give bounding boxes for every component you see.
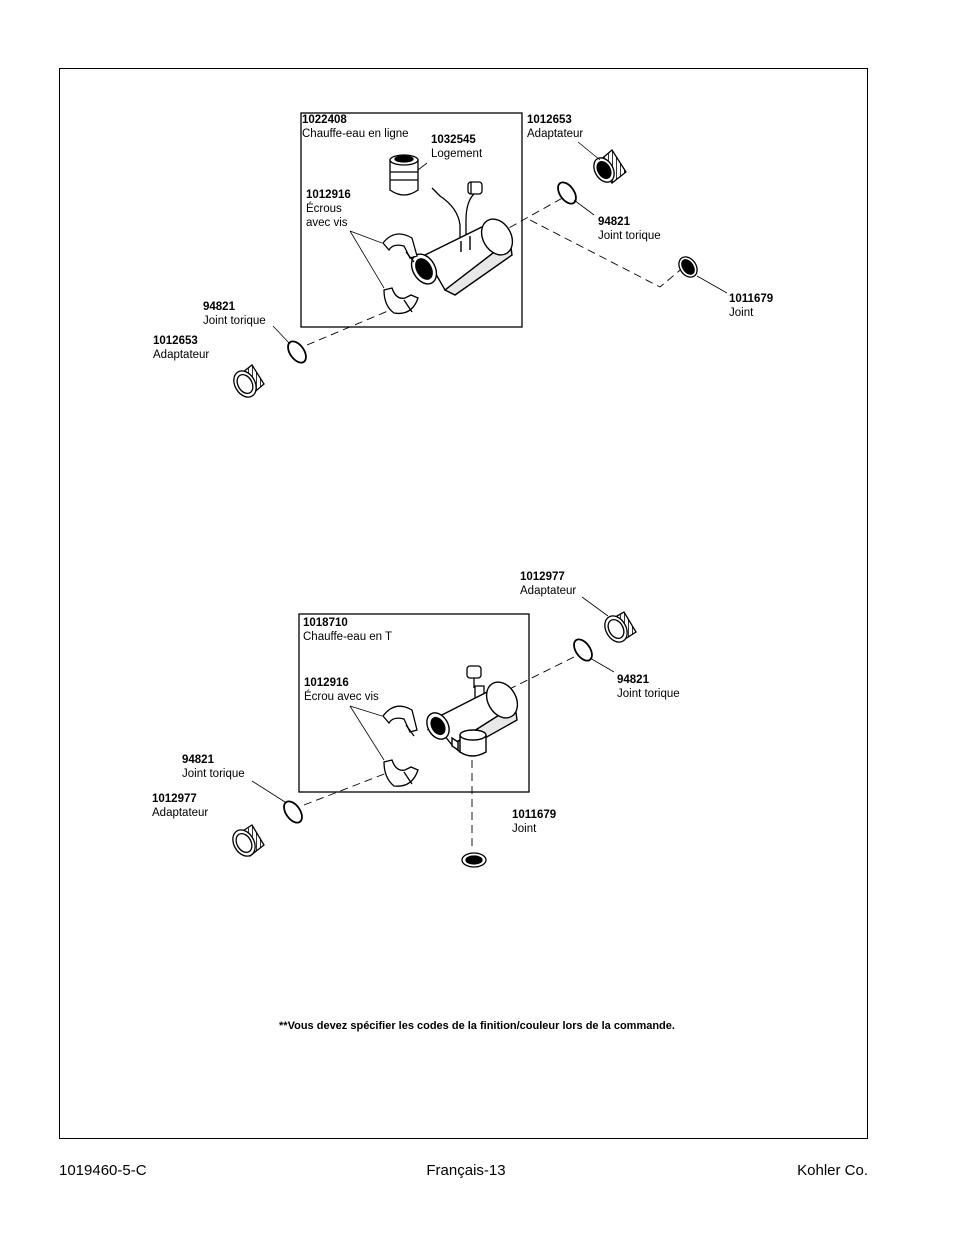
bottom-oring-left-part — [283, 800, 303, 824]
bottom-adapter-right-part — [604, 611, 637, 643]
label-bottom-adapter-left: 1012977 Adaptateur — [152, 792, 208, 820]
part-number: 1012916 — [306, 189, 351, 201]
label-bottom-gasket: 1011679 Joint — [512, 808, 556, 836]
label-bottom-adapter-right: 1012977 Adaptateur — [520, 570, 576, 598]
label-top-adapter-right: 1012653 Adaptateur — [527, 113, 583, 141]
label-top-housing: 1032545 Logement — [431, 133, 482, 161]
part-number: 1022408 — [302, 114, 347, 126]
bottom-leader-lines — [251, 596, 615, 803]
top-leader-lines — [272, 141, 728, 345]
part-number: 1011679 — [729, 293, 774, 305]
part-number: 1012653 — [153, 335, 198, 347]
label-top-adapter-left: 1012653 Adaptateur — [153, 334, 209, 362]
part-description: Adaptateur — [152, 807, 209, 819]
part-description: Adaptateur — [153, 349, 210, 361]
part-description: Chauffe-eau en ligne — [302, 128, 409, 140]
part-description: Logement — [431, 148, 483, 160]
top-nut-upper — [382, 233, 418, 263]
page-frame — [59, 68, 868, 1139]
part-number: 94821 — [617, 674, 649, 686]
part-description: Joint — [729, 307, 754, 319]
part-description: avec vis — [306, 217, 348, 229]
part-number: 94821 — [182, 754, 214, 766]
part-number: 1032545 — [431, 134, 476, 146]
bottom-nut-lower — [383, 759, 419, 787]
part-number: 1011679 — [512, 809, 557, 821]
label-bottom-heater: 1018710 Chauffe-eau en T — [303, 616, 392, 644]
top-heater-box — [300, 112, 523, 328]
part-number: 1012977 — [152, 793, 197, 805]
top-adapter-right-part — [593, 149, 627, 184]
bottom-nut-upper — [382, 705, 418, 737]
bottom-gasket-part — [461, 852, 487, 868]
part-description: Adaptateur — [527, 128, 584, 140]
part-description: Joint torique — [203, 315, 266, 327]
top-assembly-axis — [306, 195, 686, 346]
footer-company: Kohler Co. — [797, 1162, 868, 1179]
part-number: 1012977 — [520, 571, 565, 583]
label-top-oring-left: 94821 Joint torique — [203, 300, 266, 328]
top-gasket-part — [678, 256, 698, 278]
part-description: Joint torique — [617, 688, 680, 700]
top-housing-part — [389, 154, 419, 196]
label-top-nuts: 1012916 Écrous avec vis — [306, 188, 351, 230]
part-number: 1012916 — [304, 677, 349, 689]
footer-page-number: Français-13 — [426, 1162, 506, 1179]
part-number: 1012653 — [527, 114, 572, 126]
order-note: **Vous devez spécifier les codes de la f… — [279, 1020, 675, 1032]
label-bottom-oring-left: 94821 Joint torique — [182, 753, 245, 781]
part-description: Écrou avec vis — [304, 691, 379, 703]
top-oring-left-part — [287, 340, 307, 364]
top-oring-right-part — [557, 181, 577, 205]
top-adapter-left-part — [233, 364, 265, 398]
top-nut-lower — [383, 287, 419, 315]
top-heater-body — [410, 218, 514, 296]
label-top-oring-right: 94821 Joint torique — [598, 215, 661, 243]
top-cable — [431, 181, 483, 252]
part-number: 1018710 — [303, 617, 348, 629]
part-number: 94821 — [598, 216, 630, 228]
bottom-oring-right-part — [573, 638, 593, 662]
bottom-heater-body — [426, 681, 519, 757]
part-description: Joint torique — [598, 230, 661, 242]
label-top-gasket: 1011679 Joint — [729, 292, 773, 320]
part-number: 94821 — [203, 301, 235, 313]
label-top-heater: 1022408 Chauffe-eau en ligne — [302, 113, 409, 141]
label-bottom-oring-right: 94821 Joint torique — [617, 673, 680, 701]
part-description: Chauffe-eau en T — [303, 631, 393, 643]
footer-doc-number: 1019460-5-C — [59, 1162, 147, 1179]
part-description: Adaptateur — [520, 585, 577, 597]
bottom-heater-box — [298, 613, 530, 793]
label-bottom-nut: 1012916 Écrou avec vis — [304, 676, 379, 704]
part-description: Écrous — [306, 203, 342, 215]
part-description: Joint — [512, 823, 537, 835]
part-description: Joint torique — [182, 768, 245, 780]
bottom-adapter-left-part — [232, 824, 265, 857]
